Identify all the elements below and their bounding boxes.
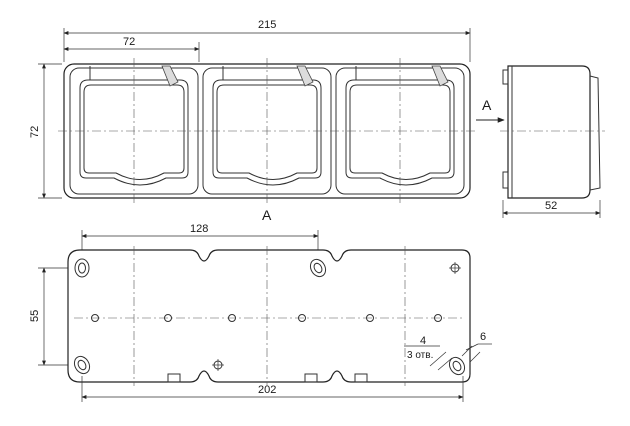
- side-body-outline: [507, 65, 591, 199]
- dimension-module-width: 72: [63, 36, 200, 62]
- hinge-icon: [431, 65, 449, 87]
- hinge-icon: [161, 65, 179, 87]
- dim-slot-label: 6: [480, 331, 486, 343]
- hinge-icon: [296, 65, 314, 87]
- front-view: 215 72 72: [29, 19, 476, 204]
- hole-count-note: 3 отв.: [407, 350, 433, 361]
- dim-72-height-label: 72: [29, 126, 41, 138]
- dimension-depth: 52: [502, 200, 601, 218]
- dimension-total-width: 215: [63, 19, 471, 62]
- side-view: A 52: [476, 65, 605, 218]
- dim-52-label: 52: [545, 200, 557, 212]
- dim-128-label: 128: [190, 223, 208, 235]
- slot-dimension: 6: [461, 331, 492, 363]
- dim-55-label: 55: [29, 310, 41, 322]
- centerline-holes: [91, 314, 442, 322]
- mounting-slot-bottom-left: [73, 355, 91, 375]
- mounting-slot-bottom-right: [448, 356, 466, 376]
- dimension-height: 72: [29, 63, 62, 199]
- mounting-hole-top-right: [449, 262, 461, 274]
- rear-view: A 128 55: [29, 207, 492, 402]
- dim-215-label: 215: [258, 19, 276, 31]
- view-arrow-label: A: [482, 97, 492, 113]
- dimension-bottom-width: 202: [81, 376, 464, 402]
- dim-72-width-label: 72: [123, 36, 135, 48]
- dim-202-label: 202: [258, 384, 276, 396]
- mounting-slot-top-left: [74, 258, 90, 278]
- mounting-slot-top-middle: [309, 258, 327, 278]
- hole-callout: 4 3 отв.: [404, 335, 453, 371]
- dim-hole-size-label: 4: [420, 335, 426, 347]
- base-outline: [67, 249, 471, 383]
- rear-view-title: A: [262, 207, 272, 223]
- mounting-hole-bottom-middle: [212, 359, 224, 371]
